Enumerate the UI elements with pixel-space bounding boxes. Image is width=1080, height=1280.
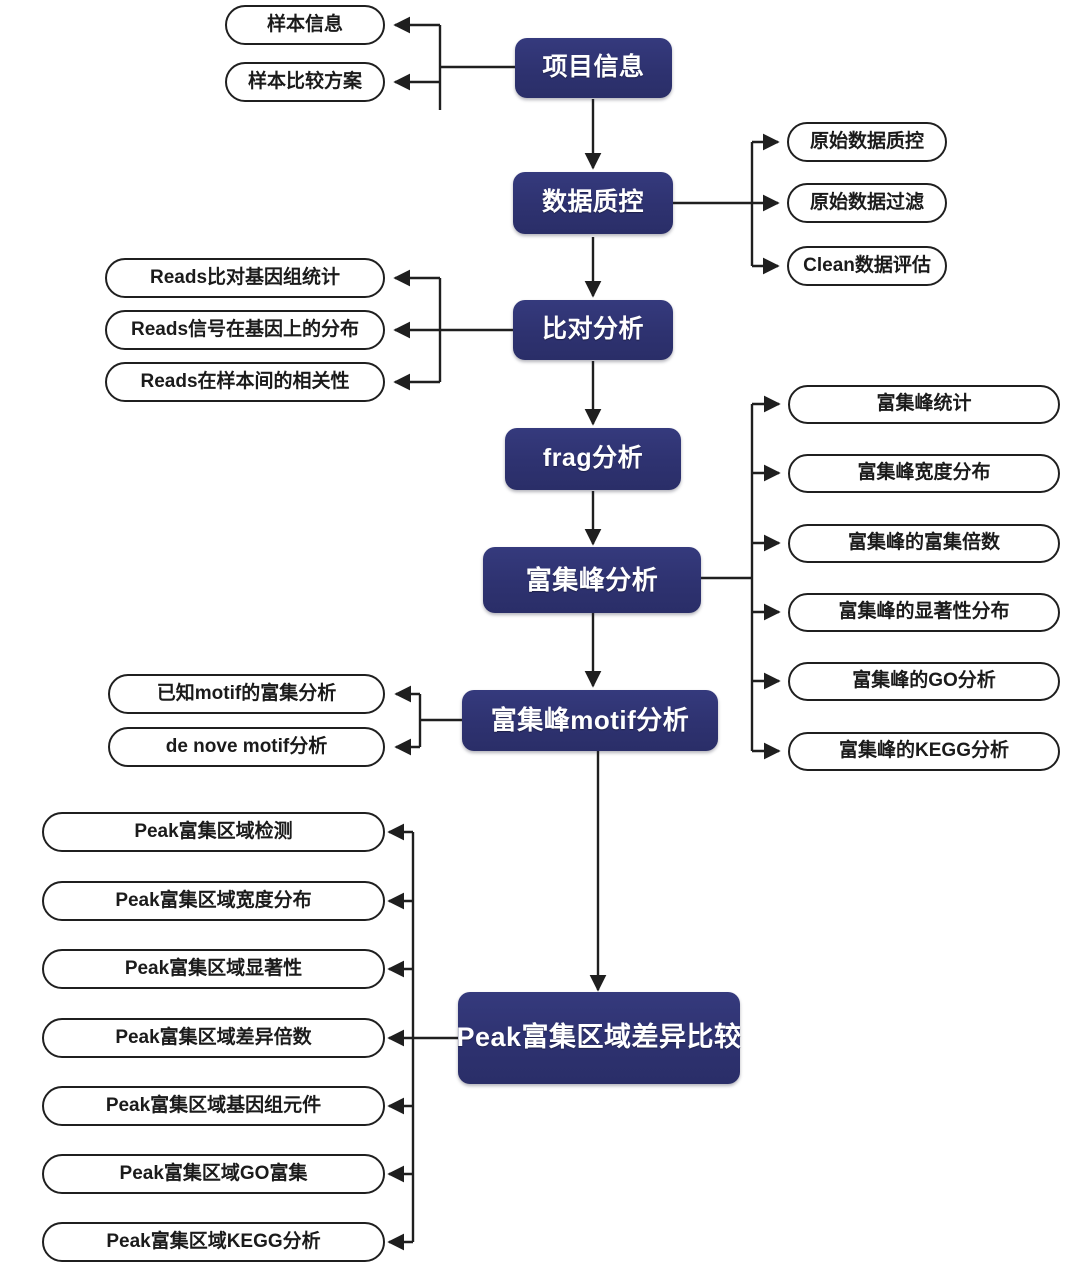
node-peak-region-go-enrichment-label: Peak富集区域GO富集 <box>119 1162 308 1184</box>
node-peak-region-kegg-analysis-label: Peak富集区域KEGG分析 <box>106 1230 321 1252</box>
node-sample-compare-plan-label: 样本比较方案 <box>247 70 362 92</box>
node-peak-region-width-distribution-label: Peak富集区域宽度分布 <box>115 889 312 911</box>
node-reads-gene-distribution-label: Reads信号在基因上的分布 <box>130 318 360 340</box>
node-denovo-motif-analysis-label: de nove motif分析 <box>165 735 328 757</box>
node-reads-sample-correlation-label: Reads在样本间的相关性 <box>140 370 350 392</box>
node-peak-significance-distribution[interactable]: 富集峰的显著性分布 <box>788 593 1060 632</box>
node-sample-info-label: 样本信息 <box>266 13 343 35</box>
node-peak-region-significance-label: Peak富集区域显著性 <box>124 957 303 979</box>
node-peak-stat-label: 富集峰统计 <box>876 393 972 415</box>
node-peak-significance-distribution-label: 富集峰的显著性分布 <box>838 601 1010 623</box>
node-peak-kegg-analysis[interactable]: 富集峰的KEGG分析 <box>788 732 1060 771</box>
node-peak-go-analysis-label: 富集峰的GO分析 <box>852 670 996 692</box>
node-reads-genome-stat[interactable]: Reads比对基因组统计 <box>105 258 385 298</box>
node-frag-analysis-label: frag分析 <box>542 444 644 473</box>
node-peak-diff-comparison[interactable]: Peak富集区域差异比较 <box>456 992 742 1084</box>
node-raw-data-qc[interactable]: 原始数据质控 <box>787 122 947 162</box>
node-sample-info[interactable]: 样本信息 <box>225 5 385 45</box>
node-project-info[interactable]: 项目信息 <box>515 38 672 98</box>
node-peak-region-fold-change[interactable]: Peak富集区域差异倍数 <box>42 1018 385 1058</box>
node-peak-motif-analysis-label: 富集峰motif分析 <box>490 705 690 736</box>
node-raw-data-qc-label: 原始数据质控 <box>809 130 924 152</box>
node-project-info-label: 项目信息 <box>542 53 645 82</box>
node-clean-data-eval[interactable]: Clean数据评估 <box>787 246 947 286</box>
node-peak-region-detection[interactable]: Peak富集区域检测 <box>42 812 385 852</box>
node-peak-region-genomic-elements-label: Peak富集区域基因组元件 <box>105 1094 322 1116</box>
node-peak-analysis-label: 富集峰分析 <box>525 564 659 595</box>
node-peak-fold-enrichment[interactable]: 富集峰的富集倍数 <box>788 524 1060 563</box>
node-data-qc[interactable]: 数据质控 <box>513 172 673 234</box>
node-peak-region-genomic-elements[interactable]: Peak富集区域基因组元件 <box>42 1086 385 1126</box>
node-clean-data-eval-label: Clean数据评估 <box>803 254 931 276</box>
node-peak-region-fold-change-label: Peak富集区域差异倍数 <box>115 1026 312 1048</box>
node-peak-region-width-distribution[interactable]: Peak富集区域宽度分布 <box>42 881 385 921</box>
node-peak-kegg-analysis-label: 富集峰的KEGG分析 <box>839 740 1009 762</box>
node-denovo-motif-analysis[interactable]: de nove motif分析 <box>108 727 385 767</box>
node-peak-region-significance[interactable]: Peak富集区域显著性 <box>42 949 385 989</box>
node-peak-go-analysis[interactable]: 富集峰的GO分析 <box>788 662 1060 701</box>
node-raw-data-filter[interactable]: 原始数据过滤 <box>787 183 947 223</box>
node-reads-sample-correlation[interactable]: Reads在样本间的相关性 <box>105 362 385 402</box>
node-peak-width-distribution[interactable]: 富集峰宽度分布 <box>788 454 1060 493</box>
node-peak-region-go-enrichment[interactable]: Peak富集区域GO富集 <box>42 1154 385 1194</box>
node-reads-genome-stat-label: Reads比对基因组统计 <box>149 266 341 288</box>
node-peak-fold-enrichment-label: 富集峰的富集倍数 <box>847 532 1000 554</box>
node-data-qc-label: 数据质控 <box>541 188 644 217</box>
node-alignment-label: 比对分析 <box>541 315 644 344</box>
node-raw-data-filter-label: 原始数据过滤 <box>809 191 924 213</box>
node-alignment[interactable]: 比对分析 <box>513 300 673 360</box>
node-sample-compare-plan[interactable]: 样本比较方案 <box>225 62 385 102</box>
node-peak-diff-comparison-label: Peak富集区域差异比较 <box>456 1022 742 1053</box>
node-known-motif-enrichment[interactable]: 已知motif的富集分析 <box>108 674 385 714</box>
node-known-motif-enrichment-label: 已知motif的富集分析 <box>156 682 337 704</box>
node-peak-stat[interactable]: 富集峰统计 <box>788 385 1060 424</box>
node-reads-gene-distribution[interactable]: Reads信号在基因上的分布 <box>105 310 385 350</box>
node-peak-width-distribution-label: 富集峰宽度分布 <box>857 462 991 484</box>
node-peak-motif-analysis[interactable]: 富集峰motif分析 <box>462 690 718 751</box>
node-frag-analysis[interactable]: frag分析 <box>505 428 681 490</box>
node-peak-analysis[interactable]: 富集峰分析 <box>483 547 701 613</box>
node-peak-region-kegg-analysis[interactable]: Peak富集区域KEGG分析 <box>42 1222 385 1262</box>
node-peak-region-detection-label: Peak富集区域检测 <box>134 820 293 842</box>
